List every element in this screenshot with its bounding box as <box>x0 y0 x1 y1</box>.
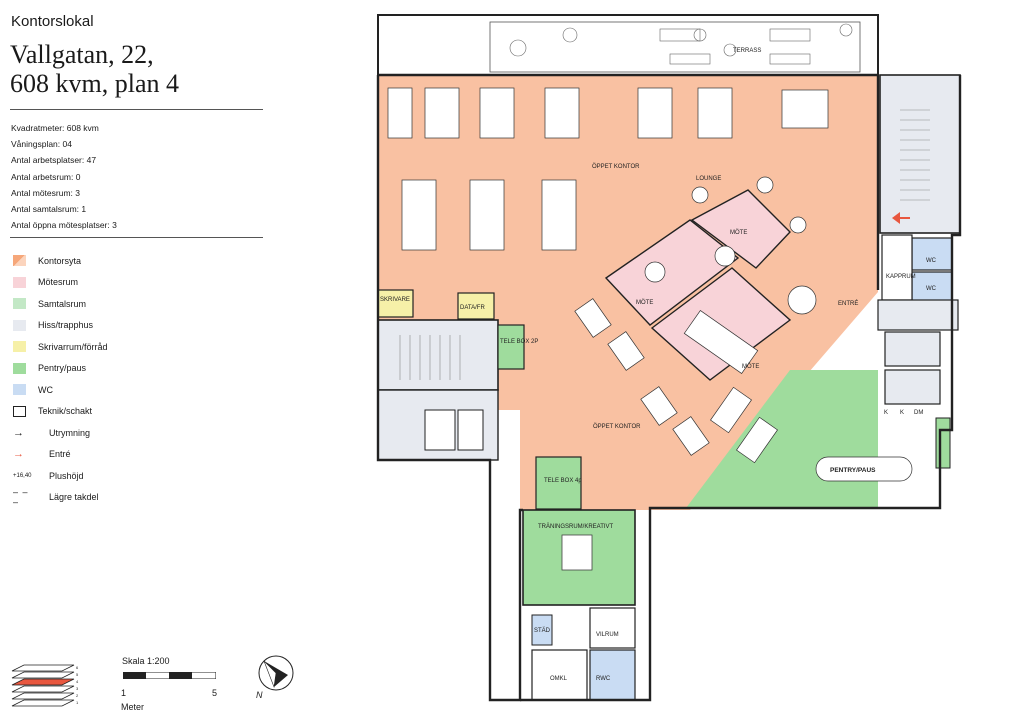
legend-item-talk: Samtalsrum <box>13 293 108 315</box>
legend-item-stair: Hiss/trapphus <box>13 315 108 337</box>
legend-item-office: Kontorsyta <box>13 250 108 272</box>
legend: Kontorsyta Mötesrum Samtalsrum Hiss/trap… <box>13 250 108 508</box>
fact-area: Kvadratmeter: 608 kvm <box>11 123 99 133</box>
fixture-dm: DM <box>914 410 923 416</box>
scale-tick-end: 5 <box>212 688 218 698</box>
meeting-room-1 <box>604 219 740 326</box>
lift-1 <box>884 331 941 367</box>
room-label-wc-2: WC <box>926 286 937 292</box>
phone-box-4p <box>535 456 582 510</box>
fact-meeting-rooms: Antal mötesrum: 3 <box>11 187 80 198</box>
meeting-room-2 <box>650 267 792 381</box>
dashed-line-icon: – – – <box>13 487 29 508</box>
room-label-tele-2p: TELE BOX 2P <box>500 339 538 345</box>
room-label-kapprum: KAPPRUM <box>886 274 916 280</box>
room-label-mote-2: MÖTE <box>730 229 747 236</box>
stairwell-left <box>377 319 499 391</box>
meeting-swatch <box>13 276 26 288</box>
legend-item-tech: Teknik/schakt <box>13 401 108 423</box>
kapprum <box>881 234 913 301</box>
room-label-skrivare: SKRIVARE <box>380 297 410 303</box>
wc-swatch <box>13 384 26 396</box>
floor-plan: TERRASS <box>370 10 1010 725</box>
room-label-rwc: RWC <box>596 676 611 682</box>
listing-type: Kontorslokal <box>11 13 94 30</box>
room-label-wc-1: WC <box>926 258 937 264</box>
scale-label: Skala 1:200 <box>122 656 170 666</box>
room-label-pentry: PENTRY/PAUS <box>830 467 876 474</box>
divider-middle <box>10 237 263 238</box>
facts-list: Kvadratmeter: 608 kvm Våningsplan: 04 An… <box>11 120 117 233</box>
room-label-stad: STÄD <box>534 627 551 634</box>
talk-swatch <box>13 298 26 310</box>
floor-level-2: 2 <box>76 693 79 698</box>
legend-item-lower-ceiling: – – –Lägre takdel <box>13 487 99 508</box>
legend-item-meeting: Mötesrum <box>13 272 108 294</box>
legend-item-pentry: Pentry/paus <box>13 358 108 380</box>
floor-level-6: 6 <box>76 665 79 670</box>
rwc-room <box>589 649 636 701</box>
legend-item-entrance: →Entré <box>13 448 71 461</box>
office-swatch <box>13 255 26 267</box>
stairwell-right <box>879 74 961 234</box>
entrance-arrow-icon <box>892 212 900 224</box>
fact-workrooms: Antal arbetsrum: 0 <box>11 171 81 182</box>
omkl-room <box>531 649 588 701</box>
north-label: N <box>256 690 263 699</box>
title-size-floor: 608 kvm, plan 4 <box>10 69 179 98</box>
legend-item-print: Skrivarrum/förråd <box>13 336 108 358</box>
fact-call-rooms: Antal samtalsrum: 1 <box>11 204 87 215</box>
scale-tick-start: 1 <box>121 688 127 698</box>
legend-item-exit: →Utrymning <box>13 426 91 439</box>
room-label-training: TRÄNINGSRUM/KREATIVT <box>538 523 614 530</box>
room-label-lounge: LOUNGE <box>696 176 721 182</box>
room-label-tele-4p: TELE BOX 4p <box>544 478 582 484</box>
room-label-open-office-bottom: ÖPPET KONTOR <box>593 423 641 430</box>
print-room <box>377 289 414 318</box>
fact-floor: Våningsplan: 04 <box>11 139 72 150</box>
pentry-swatch <box>13 362 26 374</box>
room-label-vilrum: VILRUM <box>596 632 619 638</box>
info-sidebar: Kontorslokal Vallgatan, 22, 608 kvm, pla… <box>0 0 294 725</box>
stair-swatch <box>13 319 26 331</box>
fixture-k-2: K <box>900 410 904 416</box>
divider-top <box>10 109 263 110</box>
floor-stack-icon: 6 5 4 3 2 1 <box>11 664 79 707</box>
scale-bar <box>123 672 216 679</box>
data-room <box>457 292 495 320</box>
legend-item-wc: WC <box>13 379 108 401</box>
scale-unit: Meter <box>121 702 145 712</box>
room-label-open-office-top: ÖPPET KONTOR <box>592 163 640 170</box>
room-label-terrass: TERRASS <box>733 48 761 54</box>
rest-room <box>589 607 636 649</box>
floor-level-3: 3 <box>76 686 79 691</box>
lift-2 <box>884 369 941 405</box>
elevation-marker-icon: +16,40 <box>13 472 32 479</box>
print-swatch <box>13 341 26 353</box>
floor-level-1: 1 <box>76 700 79 705</box>
floor-plan-drawing: TERRASS <box>376 14 962 702</box>
fact-workplaces: Antal arbetsplatser: 47 <box>11 155 97 166</box>
room-label-entre: ENTRÉ <box>838 300 858 307</box>
meeting-room-3 <box>690 189 791 269</box>
fixture-k-1: K <box>884 410 888 416</box>
wc-room-1 <box>911 237 953 271</box>
floor-level-5: 5 <box>76 672 79 677</box>
room-label-mote-3: MÖTE <box>742 363 759 370</box>
tech-swatch <box>13 405 26 417</box>
exit-arrow-icon: → <box>13 426 24 439</box>
room-label-mote-1: MÖTE <box>636 299 653 306</box>
title-address: Vallgatan, 22, <box>10 40 154 69</box>
entrance-arrow-icon: → <box>13 448 24 461</box>
room-label-data: DATA/FR <box>460 305 485 311</box>
page-title: Vallgatan, 22, 608 kvm, plan 4 <box>10 40 179 98</box>
room-label-omkl: OMKL <box>550 676 568 682</box>
north-arrow-icon: N <box>256 655 294 699</box>
floor-level-4: 4 <box>76 679 79 684</box>
phone-box-2p <box>497 324 525 370</box>
fact-open-meeting: Antal öppna mötesplatser: 3 <box>11 220 117 231</box>
